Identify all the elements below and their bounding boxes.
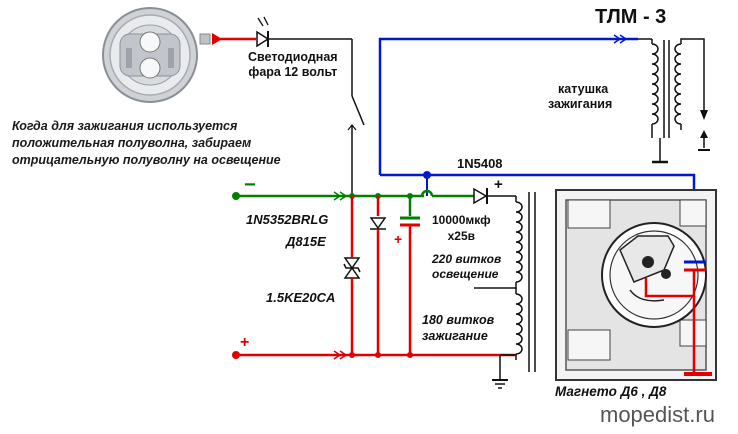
note-line1: Когда для зажигания используется xyxy=(12,119,238,133)
coil-label-line1: катушка xyxy=(558,82,609,96)
tvs-label: 1.5KE20CA xyxy=(266,290,336,305)
led-symbol xyxy=(256,16,270,48)
coil-label: катушка зажигания xyxy=(548,82,612,112)
blue-wire-top xyxy=(378,37,638,175)
lighting-winding-line1: 220 витков xyxy=(432,252,502,266)
magneto-label: Магнето Д6 , Д8 xyxy=(555,384,667,399)
watermark: mopedist.ru xyxy=(600,402,715,427)
zener2-label: Д815Е xyxy=(286,234,326,249)
headlight-image xyxy=(102,7,211,103)
lighting-winding-line2: освещение xyxy=(432,267,499,281)
plus-sign: + xyxy=(240,334,250,351)
headlight-arrow xyxy=(212,33,222,45)
note-line2: положительная полуволна, забираем xyxy=(12,136,252,150)
capacitor-label-line2: х25в xyxy=(447,229,475,243)
capacitor-label: 10000мкф х25в xyxy=(432,212,491,244)
capacitor-plus-sign: + xyxy=(394,231,403,247)
headlight-label-line2: фара 12 вольт xyxy=(248,65,338,79)
capacitor-label-line1: 10000мкф xyxy=(432,213,491,227)
zener1-label: 1N5352BRLG xyxy=(246,212,329,227)
page-title: ТЛМ - 3 xyxy=(595,6,667,28)
zener-diode xyxy=(343,257,361,279)
ignition-winding-label: 180 витков зажигание xyxy=(422,312,494,344)
coil-label-line2: зажигания xyxy=(548,97,613,111)
headlight-label: Светодиодная фара 12 вольт xyxy=(248,50,338,80)
lighting-winding-label: 220 витков освещение xyxy=(432,252,501,282)
tvs-diode xyxy=(369,217,387,230)
ground-symbol xyxy=(492,379,508,389)
minus-sign: − xyxy=(244,174,256,196)
ignition-winding-line2: зажигание xyxy=(422,329,488,343)
diode-1n5408 xyxy=(473,187,517,205)
ignition-coil xyxy=(638,38,710,164)
switch-blade xyxy=(351,95,365,126)
ignition-winding-line1: 180 витков xyxy=(422,313,495,327)
explanation-note: Когда для зажигания используется положит… xyxy=(12,118,342,169)
capacitor xyxy=(400,216,420,227)
note-line3: отрицательную полуволну на освещение xyxy=(12,153,281,167)
headlight-label-line1: Светодиодная xyxy=(248,50,338,64)
diode-plus-sign: + xyxy=(494,176,503,193)
diode-label: 1N5408 xyxy=(457,156,503,171)
magneto-image xyxy=(555,189,717,381)
